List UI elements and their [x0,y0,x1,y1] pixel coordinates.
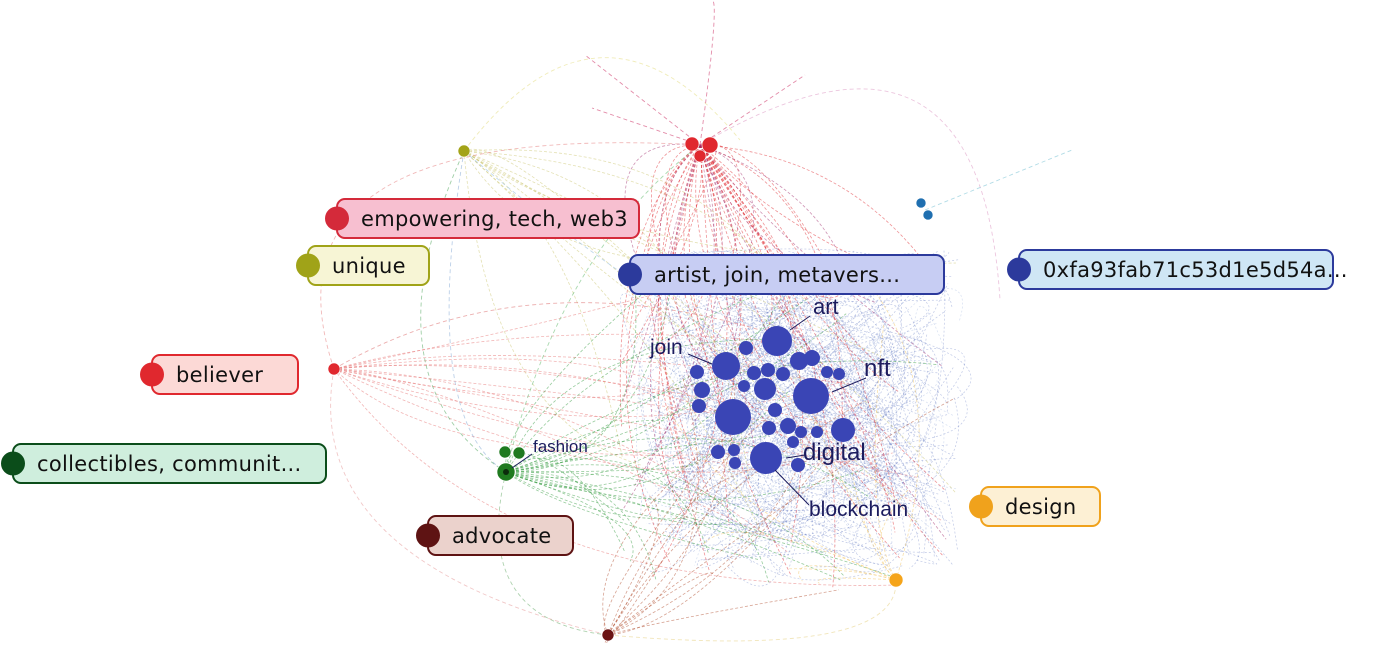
blue-node [762,421,776,435]
term-label-join: join [649,336,683,359]
blue-node [821,366,833,378]
cluster-label-advocate: advocate [416,515,574,556]
cluster-color-dot [140,362,164,387]
blue-node [694,382,710,398]
blue-node [768,403,782,417]
maroon-node [601,628,615,642]
term-leader-line [785,454,806,459]
blue-node [776,367,790,381]
blue-node [787,436,799,448]
cluster-color-dot [1007,257,1031,282]
green-node [512,446,526,460]
cluster-label-text: advocate [452,524,551,548]
red-hub-node [701,136,719,154]
graph-nodes [327,136,934,642]
blue-node [761,363,775,377]
term-leader-line [831,377,867,393]
cluster-color-dot [969,494,993,519]
blue-node [831,418,855,442]
cluster-label-empowering: empowering, tech, web3 [325,198,640,239]
blue-node [747,366,761,380]
cluster-label-text: design [1005,495,1076,519]
blue-node [833,368,845,380]
blue-node [729,457,741,469]
cluster-color-dot [1,451,25,476]
blue-node [790,352,808,370]
steel-node [915,197,927,209]
blue-node [715,399,751,435]
term-leader-line [511,453,533,469]
olive-hub-edges [463,148,957,533]
cluster-color-dot [618,262,642,287]
cluster-label-text: 0xfa93fab71c53d1e5d54a... [1043,258,1348,282]
blue-node [712,352,740,380]
olive-node [457,144,471,158]
cluster-color-dot [325,206,349,231]
cluster-color-dot [416,523,440,548]
cluster-label-text: believer [176,363,263,387]
term-leader-line [687,353,713,365]
cluster-label-text: unique [332,254,406,278]
blue-node [791,458,805,472]
term-label-nft: nft [864,355,891,382]
cluster-label-text: collectibles, communit... [37,452,302,476]
blue-node [762,326,792,356]
background-edges [320,0,1073,642]
blue-node [793,378,829,414]
blue-node [750,442,782,474]
blue-node [795,426,807,438]
believer-node [327,362,341,376]
term-labels: art join nft digital blockchain fashion [511,294,908,521]
blue-node [711,445,725,459]
cluster-label-text: artist, join, metavers... [654,263,900,287]
steel-node [922,209,934,221]
term-label-digital: digital [803,439,866,466]
term-label-fashion: fashion [533,437,588,456]
cluster-label-text: empowering, tech, web3 [361,207,628,231]
cluster-label-unique: unique [296,245,430,286]
blue-node [739,341,753,355]
blue-node [738,380,750,392]
orange-node [888,572,904,588]
term-leader-line [789,315,811,331]
green-node [498,445,512,459]
cluster-labels: empowering, tech, web3 unique artist, join… [1,198,1348,556]
orange-hub-edges [665,278,920,584]
term-leader-line [774,469,810,506]
cluster-label-believer: believer [140,354,299,395]
fashion-node-center [503,469,509,475]
blue-node [754,378,776,400]
red-hub-node [693,149,707,163]
red-hub-node [684,136,700,152]
blue-node [690,365,704,379]
cluster-label-address: 0xfa93fab71c53d1e5d54a... [1007,249,1348,290]
cluster-label-artist: artist, join, metavers... [618,254,945,295]
cluster-color-dot [296,253,320,278]
blue-node [804,350,820,366]
term-label-blockchain: blockchain [809,498,908,521]
cluster-label-design: design [969,486,1101,527]
blue-node [728,444,740,456]
blue-node [811,426,823,438]
cluster-label-collectibles: collectibles, communit... [1,443,327,484]
blue-node [780,418,796,434]
term-label-art: art [813,294,839,319]
blue-node [692,399,706,413]
